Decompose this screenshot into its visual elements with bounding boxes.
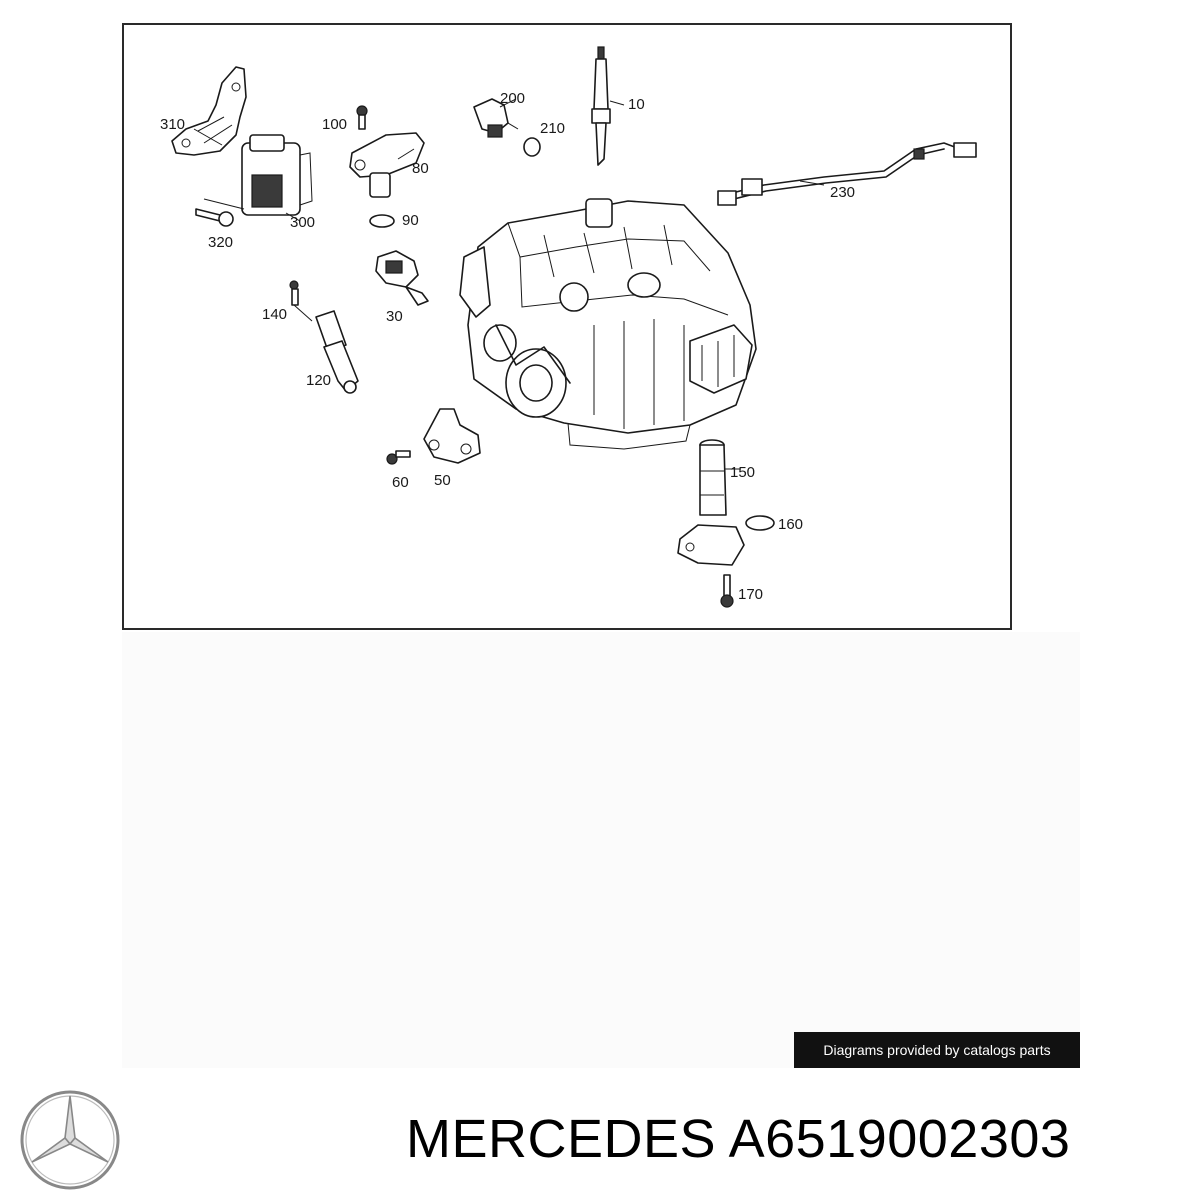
part-120-sensor xyxy=(315,310,359,394)
callout-label: 200 xyxy=(500,90,525,107)
diagram-drawing: 310 100 200 10 210 80 230 300 90 320 140… xyxy=(160,46,977,608)
part-30-sensor xyxy=(375,250,429,306)
callout-label: 50 xyxy=(434,472,451,489)
callout-label: 150 xyxy=(730,464,755,481)
part-160-oring xyxy=(745,515,775,531)
part-210-ring xyxy=(523,137,541,157)
leader-310 xyxy=(193,128,223,146)
part-10-glow-plug xyxy=(591,46,611,166)
parts-diagram: 310 100 200 10 210 80 230 300 90 320 140… xyxy=(122,23,1012,630)
part-50-sensor xyxy=(423,408,481,464)
part-310-bracket xyxy=(171,66,247,156)
brand-name: MERCEDES xyxy=(406,1109,717,1169)
part-320-bolt xyxy=(195,208,234,227)
callout-label: 210 xyxy=(540,120,565,137)
part-300-actuator xyxy=(241,134,313,216)
callout-label: 160 xyxy=(778,516,803,533)
leader-230 xyxy=(799,180,825,186)
part-60-bolt xyxy=(386,450,411,465)
callout-label: 310 xyxy=(160,116,185,133)
part-170-bolt xyxy=(720,574,734,608)
part-100-bolt xyxy=(356,105,368,130)
leader-300 xyxy=(285,212,301,222)
callout-label: 60 xyxy=(392,474,409,491)
leader-320 xyxy=(203,198,245,210)
callout-label: 30 xyxy=(386,308,403,325)
part-title: MERCEDES A6519002303 xyxy=(406,1108,1070,1170)
part-230-temp-sensor xyxy=(717,142,977,206)
part-90-oring xyxy=(369,214,395,228)
part-number: A6519002303 xyxy=(728,1109,1071,1169)
leader-10 xyxy=(609,100,625,106)
part-140-bolt xyxy=(289,280,299,306)
mercedes-star-icon xyxy=(20,1090,120,1190)
part-80-sensor xyxy=(349,132,425,198)
callout-label: 230 xyxy=(830,184,855,201)
callout-label: 170 xyxy=(738,586,763,603)
leader-200 xyxy=(499,98,517,108)
leader-80 xyxy=(397,148,415,160)
callout-label: 120 xyxy=(306,372,331,389)
diagram-credit-badge: Diagrams provided by catalogs parts xyxy=(794,1032,1080,1068)
part-200-sensor xyxy=(473,98,519,138)
page-shade xyxy=(122,632,1080,1068)
callout-label: 100 xyxy=(322,116,347,133)
callout-label: 300 xyxy=(290,214,315,231)
callout-label: 320 xyxy=(208,234,233,251)
callout-label: 140 xyxy=(262,306,287,323)
engine-block-illustration xyxy=(459,198,757,450)
callout-label: 90 xyxy=(402,212,419,229)
leader-140 xyxy=(293,304,313,322)
part-150-oil-sensor xyxy=(677,439,745,566)
callout-label: 10 xyxy=(628,96,645,113)
callout-label: 80 xyxy=(412,160,429,177)
